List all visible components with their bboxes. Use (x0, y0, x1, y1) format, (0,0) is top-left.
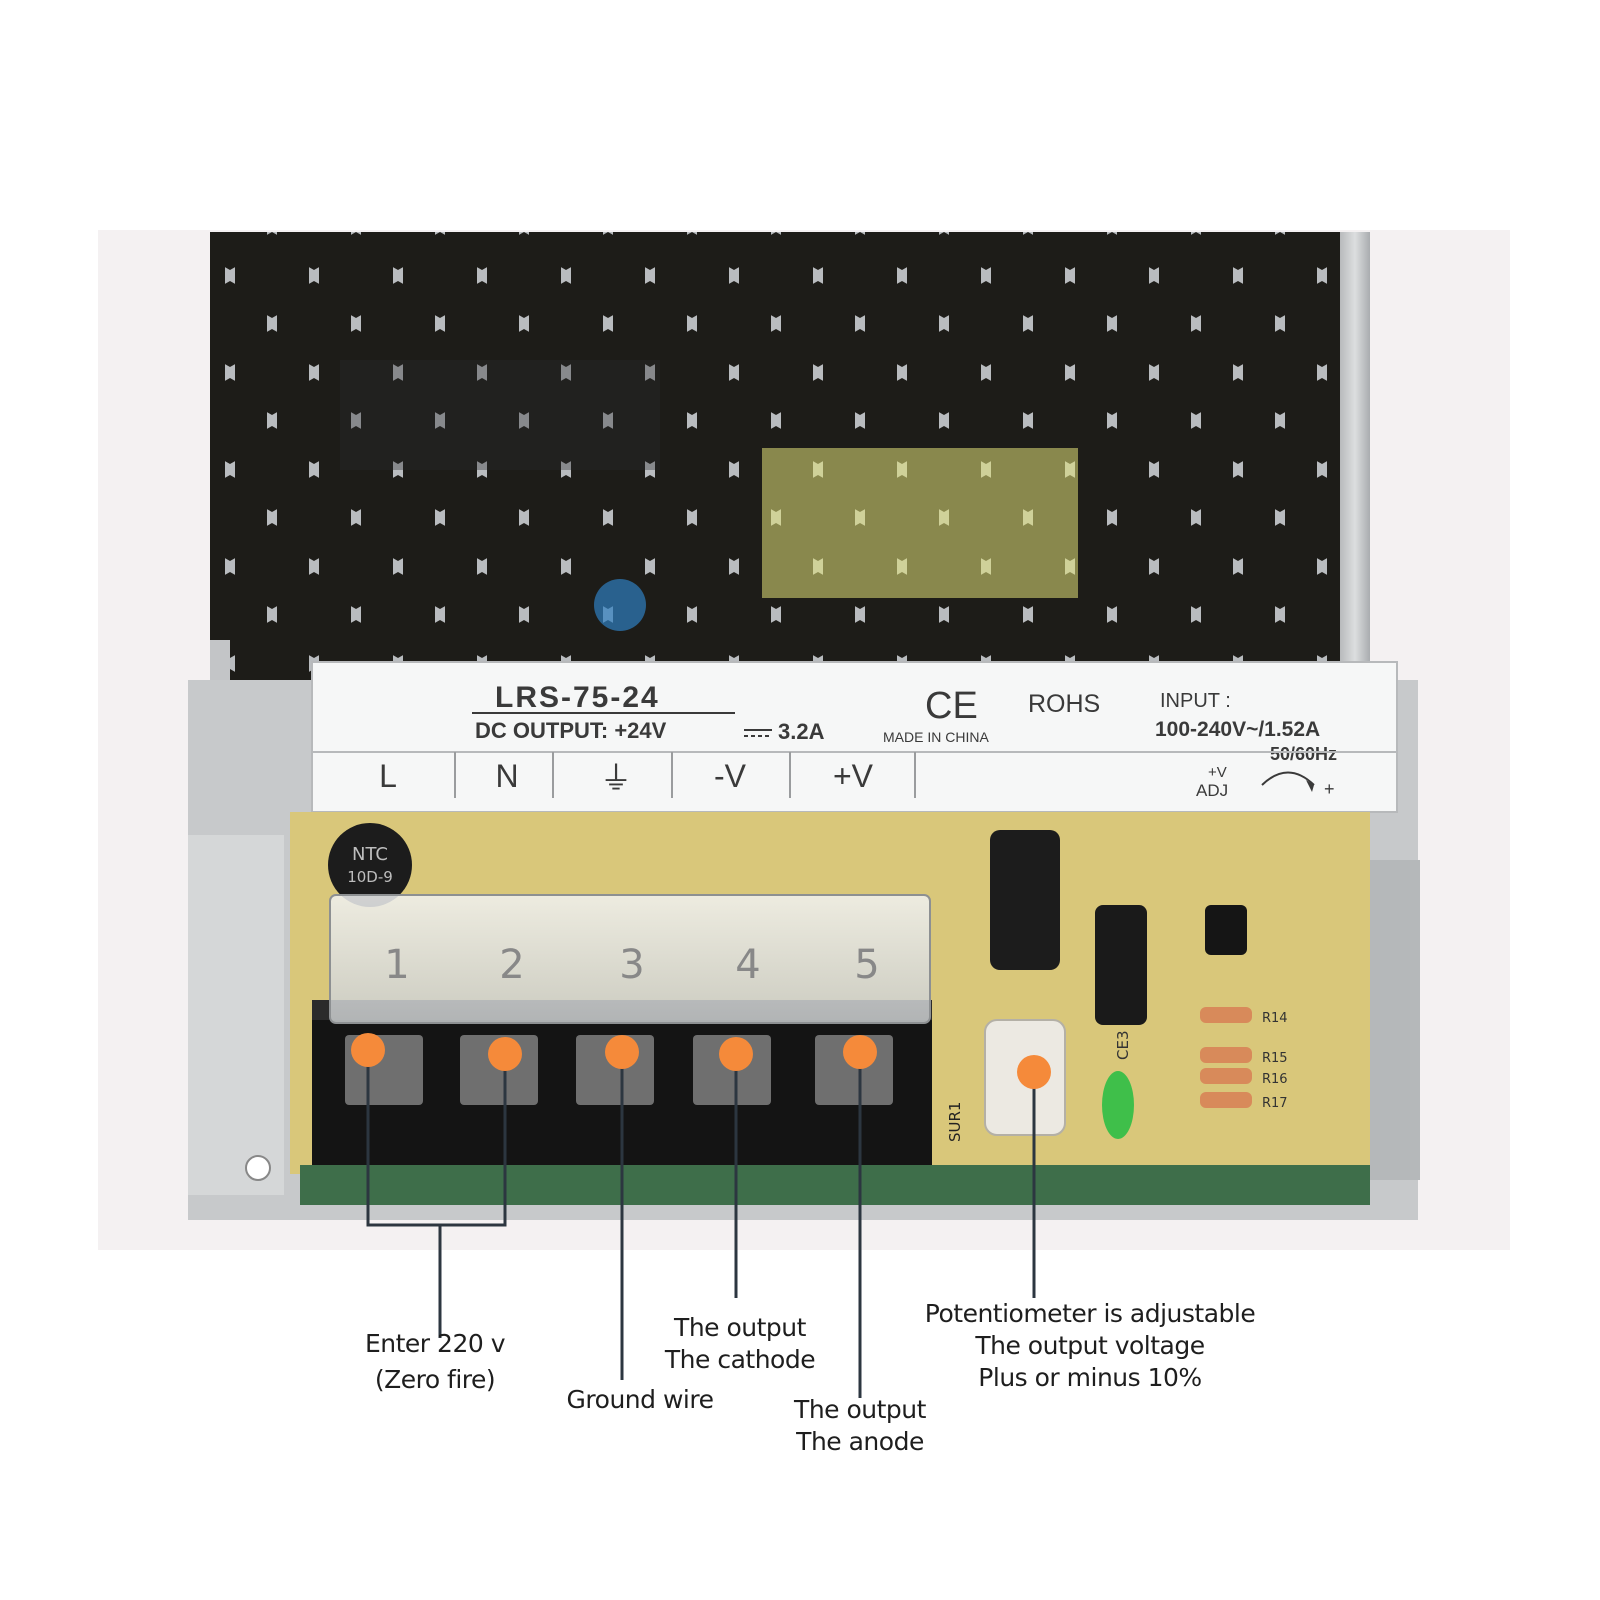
plate-frequency: 50/60Hz (1270, 744, 1337, 764)
terminal-number-1: 1 (384, 942, 409, 988)
resistor-r16: R16 (1262, 1072, 1288, 1087)
resistor-r17: R17 (1262, 1096, 1288, 1111)
marker-terminal-3 (605, 1035, 639, 1069)
ntc-label: NTC (352, 844, 388, 865)
callout-potentiometer-line-2: The output voltage (975, 1331, 1205, 1360)
leader-ac-input (366, 1050, 507, 1227)
mesh-cover (210, 232, 1370, 1172)
callout-ground-line-1: Ground wire (566, 1385, 714, 1414)
callout-ground: Ground wire (520, 1384, 760, 1416)
label-plate: LRS-75-24 DC OUTPUT: +24V 3.2A CE ROHS M… (311, 661, 1398, 813)
callout-cathode: The output The cathode (630, 1312, 850, 1376)
plate-rohs: ROHS (1028, 690, 1100, 718)
callout-anode-line-1: The output (794, 1395, 926, 1424)
terminal-label-ground: ⏚ (600, 760, 632, 796)
terminal-label-l: L (379, 758, 397, 794)
plate-model: LRS-75-24 (495, 681, 660, 714)
callout-anode-line-2: The anode (796, 1427, 924, 1456)
resistor-r15: R15 (1262, 1051, 1288, 1066)
callout-potentiometer-line-3: Plus or minus 10% (978, 1363, 1202, 1392)
plate-output: DC OUTPUT: +24V (475, 718, 667, 743)
plate-input-title: INPUT : (1160, 690, 1231, 712)
callout-ac-input-line-2: (Zero fire) (374, 1365, 496, 1394)
callout-ac-input-line-1: Enter 220 v (364, 1329, 506, 1358)
callout-cathode-line-2: The cathode (664, 1345, 816, 1374)
terminal-number-4: 4 (735, 942, 760, 988)
status-led (1102, 1071, 1134, 1139)
terminal-label-minus-v: -V (714, 758, 747, 794)
terminal-label-row: L N ⏚ -V +V (379, 752, 916, 798)
adj-bottom-label: ADJ (1196, 781, 1228, 800)
marker-terminal-1 (351, 1033, 385, 1067)
plate-made-in: MADE IN CHINA (883, 729, 989, 745)
markers (351, 1033, 1051, 1089)
marker-terminal-2 (488, 1037, 522, 1071)
callout-anode: The output The anode (750, 1394, 970, 1458)
ntc-value: 10D-9 (347, 868, 393, 886)
adj-arrow-icon (1261, 771, 1315, 786)
terminal-number-5: 5 (854, 942, 879, 988)
plate-ce-mark: CE (925, 685, 978, 727)
terminal-label-n: N (495, 758, 518, 794)
callout-potentiometer: Potentiometer is adjustable The output v… (900, 1298, 1280, 1394)
terminal-number-3: 3 (619, 942, 644, 988)
adj-plus-label: + (1324, 779, 1335, 799)
ce3-label: CE3 (1114, 1031, 1132, 1061)
sur1-label: SUR1 (946, 1102, 964, 1142)
adj-top-label: +V (1208, 764, 1227, 781)
marker-terminal-5 (843, 1035, 877, 1069)
resistor-r14: R14 (1262, 1011, 1288, 1026)
leader-lines (366, 1050, 1036, 1398)
callout-potentiometer-line-1: Potentiometer is adjustable (924, 1299, 1256, 1328)
callout-ac-input: Enter 220 v (Zero fire) (310, 1328, 560, 1396)
marker-terminal-4 (719, 1037, 753, 1071)
terminal-cover: 1 2 3 4 5 (329, 894, 931, 1024)
callout-cathode-line-1: The output (674, 1313, 806, 1342)
plate-input-spec: 100-240V~/1.52A (1155, 718, 1320, 741)
terminal-label-plus-v: +V (833, 758, 874, 794)
plate-output-current: 3.2A (778, 719, 825, 744)
marker-potentiometer (1017, 1055, 1051, 1089)
terminal-number-2: 2 (499, 942, 524, 988)
